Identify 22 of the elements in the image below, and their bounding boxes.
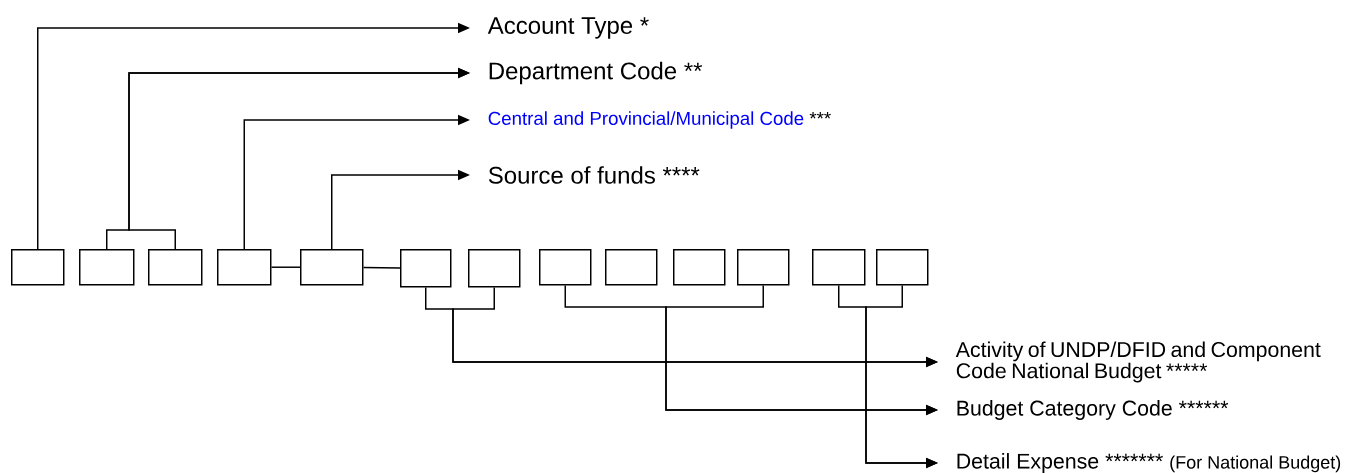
connector-line (270, 266, 301, 268)
field-label: Activity of UNDP/DFID and Component Code National Budget ***** (955, 341, 1321, 383)
code-box (812, 249, 866, 286)
code-box (605, 249, 658, 286)
code-box (148, 249, 203, 286)
code-box (400, 249, 452, 288)
code-box (468, 249, 521, 288)
field-label: Source of funds **** (488, 166, 700, 184)
code-box (876, 249, 929, 286)
code-box (11, 249, 65, 286)
code-box (217, 249, 272, 286)
field-label: Central and Provincial/Municipal Code *** (488, 111, 831, 129)
code-box (300, 249, 364, 286)
field-label: Detail Expense ******* (For National Budget) (957, 453, 1341, 473)
field-label: Department Code ** (489, 61, 703, 85)
connector-line (362, 266, 401, 269)
field-label: Account Type * (487, 17, 649, 39)
code-box (79, 249, 135, 286)
code-box (673, 249, 726, 286)
code-box (737, 249, 790, 286)
code-box (539, 249, 592, 286)
field-label: Budget Category Code ****** (957, 400, 1229, 420)
